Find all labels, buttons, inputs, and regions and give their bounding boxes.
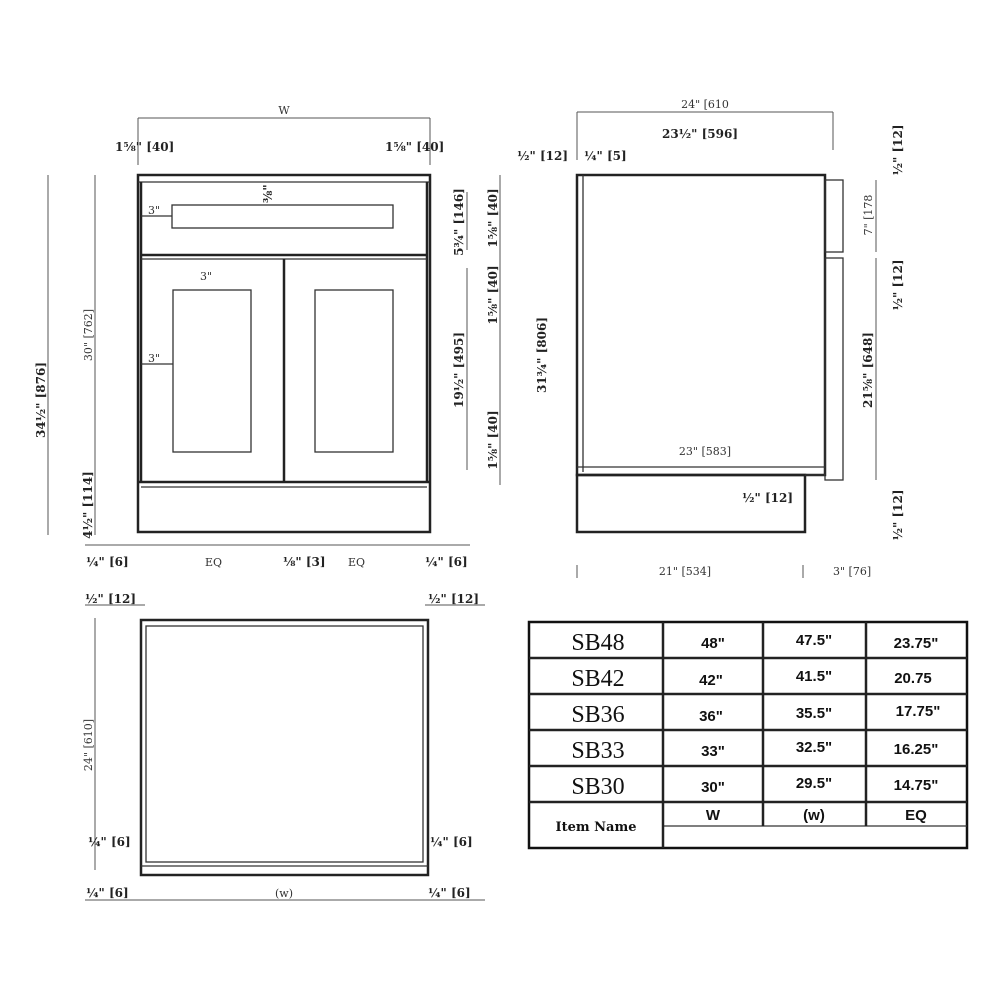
dim-door-height: 19½" [495] [452, 332, 466, 408]
table-row: SB36 36" 35.5" 17.75" [571, 702, 940, 728]
table-row: SB30 30" 29.5" 14.75" [571, 774, 938, 800]
dim-depth-box: 23½" [596] [662, 127, 738, 141]
cell-EQ: 23.75" [894, 635, 939, 652]
cell-w: 29.5" [796, 775, 832, 792]
item-name: SB33 [571, 738, 624, 764]
left-door-panel [172, 289, 252, 453]
dim-bottom-center: ⅛" [3] [283, 555, 326, 569]
cell-W: 33" [701, 743, 725, 760]
width-label: W [278, 104, 290, 117]
cell-W: 30" [701, 779, 725, 796]
dim-mid-gap: ½" [12] [891, 260, 905, 311]
dim-total-height: 34½" [876] [34, 362, 48, 438]
dim-top-rail: ⅜" [261, 184, 275, 203]
dim-bottom-left: ¼" [6] [86, 555, 129, 569]
right-door-panel [314, 289, 394, 453]
dim-bottom-gap: ½" [12] [891, 490, 905, 541]
door-front-side [824, 257, 844, 481]
dim-door-rail: 3" [200, 270, 212, 283]
dim-depth-total: 24" [610 [681, 98, 729, 111]
item-name: SB36 [571, 702, 624, 728]
dim-stile-left: 1⅝" [40] [115, 140, 174, 154]
table-row: SB42 42" 41.5" 20.75 [571, 666, 931, 692]
cabinet-outline [136, 173, 432, 534]
side-view: 24" [610 23½" [596] ½" [12] ¼" [5] 31¾" … [517, 98, 905, 578]
dim-back-panel: ¼" [5] [584, 149, 627, 163]
dim-drawer-height: 5¾" [146] [452, 188, 466, 256]
dim-stile-right: 1⅝" [40] [385, 140, 444, 154]
dim-lower-right: ¼" [6] [430, 835, 473, 849]
cell-w: 47.5" [796, 632, 832, 649]
dim-toe-kick: 4½" [114] [81, 471, 95, 539]
cell-EQ: 14.75" [894, 777, 939, 794]
dim-side-height: 31¾" [806] [535, 317, 549, 393]
dim-gap-mid: 1⅝" [40] [486, 265, 500, 324]
dim-eq-right: EQ [348, 556, 365, 569]
side-outline [575, 173, 827, 477]
header-item-name: Item Name [556, 820, 637, 835]
table-row: SB33 33" 32.5" 16.25" [571, 738, 938, 764]
dim-foot-left: ¼" [6] [86, 886, 129, 900]
item-name: SB48 [571, 630, 624, 656]
dim-toe-depth: 3" [76] [833, 565, 871, 578]
dim-toe-offset: ½" [12] [742, 491, 793, 505]
cell-EQ: 16.25" [894, 741, 939, 758]
top-outline [139, 618, 430, 877]
dim-gap-bottom: 1⅝" [40] [486, 410, 500, 469]
dim-lower-left: ¼" [6] [88, 835, 131, 849]
dim-top-left: ½" [12] [85, 592, 136, 606]
drawer-panel [171, 204, 394, 229]
drawer-front-side [824, 179, 844, 253]
dim-top-gap: ½" [12] [891, 125, 905, 176]
cell-w: 35.5" [796, 705, 832, 722]
top-view: ½" [12] ½" [12] 24" [610] ¼" [6] ¼" [6] … [82, 592, 485, 901]
dim-inner-depth: 23" [583] [679, 445, 731, 458]
cell-w: 41.5" [796, 668, 832, 685]
dim-base-depth: 21" [534] [659, 565, 711, 578]
dim-top-right: ½" [12] [428, 592, 479, 606]
table-row: SB48 48" 47.5" 23.75" [571, 630, 938, 656]
dim-bottom-right: ¼" [6] [425, 555, 468, 569]
size-table: SB48 48" 47.5" 23.75" SB42 42" 41.5" 20.… [527, 620, 969, 850]
front-view: W 1⅝" [40] 1⅝" [40] ⅜" 3" 3" 3" 34½" [87… [34, 104, 501, 569]
cell-EQ: 17.75" [896, 703, 941, 720]
dim-drawer-front: 7" [178 [862, 195, 875, 236]
dim-door-stile: 3" [148, 352, 160, 365]
cell-W: 42" [699, 672, 723, 689]
header-w: (w) [803, 807, 825, 824]
dim-box-height: 30" [762] [82, 309, 95, 361]
dim-top-depth: 24" [610] [82, 719, 95, 771]
cell-W: 48" [701, 635, 725, 652]
dim-foot-right: ¼" [6] [428, 886, 471, 900]
header-W: W [706, 807, 721, 824]
dim-door-front: 21⅝" [648] [861, 332, 875, 408]
cell-w: 32.5" [796, 739, 832, 756]
cell-W: 36" [699, 708, 723, 725]
toe-kick-side [575, 473, 807, 534]
dim-eq-left: EQ [205, 556, 222, 569]
dim-gap-top: 1⅝" [40] [486, 188, 500, 247]
item-name: SB42 [571, 666, 624, 692]
dim-top-width: (w) [275, 887, 293, 900]
header-EQ: EQ [905, 807, 927, 824]
table-header-row: Item Name W (w) EQ [556, 807, 928, 835]
cell-EQ: 20.75 [894, 670, 932, 687]
item-name: SB30 [571, 774, 624, 800]
dim-back-offset: ½" [12] [517, 149, 568, 163]
dim-drawer-rail: 3" [148, 204, 160, 217]
